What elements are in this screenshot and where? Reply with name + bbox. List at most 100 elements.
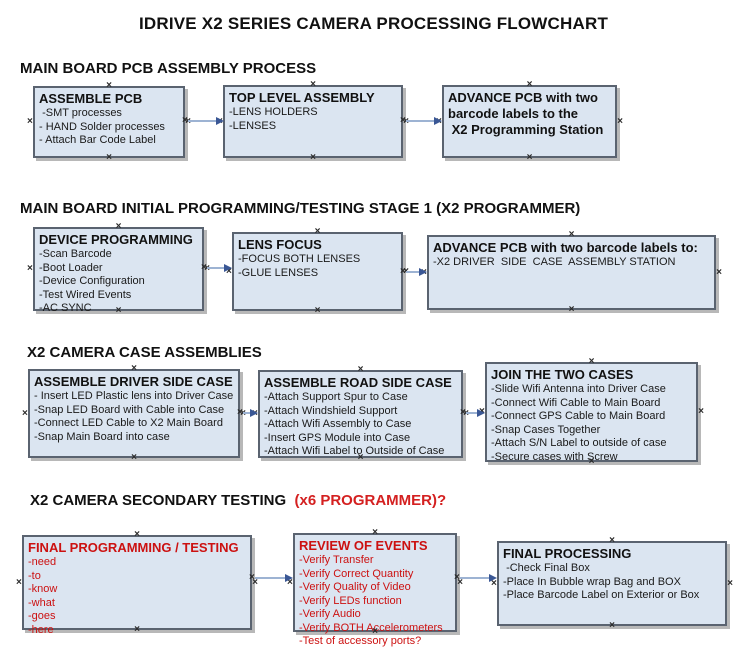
arrow-line [466,412,480,414]
connection-point-icon: × [314,226,321,237]
section-heading-case-assemblies: X2 CAMERA CASE ASSEMBLIES [27,344,262,361]
flow-box-advance-pcb-programming-station: ADVANCE PCB with two barcode labels to t… [436,80,623,163]
box-title: ASSEMBLE PCB [39,91,143,106]
box-item: -Attach Support Spur to Case [264,391,408,403]
connection-point-icon: × [27,263,33,274]
box-item: -know [28,583,58,595]
connection-point-icon: × [134,529,140,540]
connection-point-icon: × [357,364,364,375]
box-item: -LENSES [229,119,277,132]
arrow-head-icon [250,408,258,417]
box-item: -Connect LED Cable to X2 Main Board [34,417,223,429]
box-item: -Boot Loader [39,261,103,274]
arrow-head-icon [285,573,293,582]
box-title: TOP LEVEL ASSEMBLY [229,90,375,105]
box-item: -FOCUS BOTH LENSES [238,253,361,265]
connection-point-icon: × [526,79,533,90]
box-item: -Verify Transfer [299,554,374,566]
box-item: -X2 DRIVER SIDE CASE ASSEMBLY STATION [433,256,676,268]
arrow-line [460,577,492,579]
connection-point-icon: × [526,152,533,163]
arrow-line [406,120,437,122]
connection-point-icon: × [106,152,112,163]
box-item: -Verify Audio [299,608,361,620]
connection-point-icon: × [568,304,575,315]
flow-box-advance-pcb-case-assembly: ADVANCE PCB with two barcode labels to: … [421,230,722,315]
box-item: -Verify Quality of Video [299,581,411,593]
box-item: -goes [28,610,56,622]
connection-point-icon: × [588,356,595,367]
heading-red-part: (x6 PROGRAMMER)? [290,492,447,509]
connection-point-icon: × [201,262,207,273]
connection-point-icon: × [22,407,28,419]
arrow-head-icon [224,263,232,272]
flow-box-top-level-assembly: TOP LEVEL ASSEMBLY -LENS HOLDERS -LENSES… [217,80,409,163]
box-title: JOIN THE TWO CASES [491,367,634,382]
connection-point-icon: × [249,572,255,583]
connection-point-icon: × [27,116,33,127]
page-title: IDRIVE X2 SERIES CAMERA PROCESSING FLOWC… [138,14,609,33]
box-item: -Secure cases with Screw [491,450,618,463]
box-item: -need [28,556,57,568]
connection-point-icon: × [106,80,112,91]
box-title: ASSEMBLE ROAD SIDE CASE [264,375,452,390]
connection-point-icon: × [314,305,321,316]
box-title: REVIEW OF EVENTS [299,538,428,553]
flow-box-lens-focus: LENS FOCUS -FOCUS BOTH LENSES -GLUE LENS… [226,227,409,316]
box-item: -Connect GPS Cable to Main Board [491,410,666,422]
arrow-head-icon [489,573,497,582]
box-item: -Verify Correct Quantity [299,567,414,580]
connection-point-icon: × [609,620,615,631]
arrow-head-icon [477,408,485,417]
box-item: -here [28,623,54,636]
box-title: FINAL PROGRAMMING / TESTING [28,540,239,555]
connection-point-icon: × [237,407,243,418]
box-item: -Connect Wifi Cable to Main Board [491,396,661,409]
box-item: -Attach Wifi Assembly to Case [264,418,412,430]
arrow-line [406,271,422,273]
box-item: -Scan Barcode [39,248,112,260]
connection-point-icon: × [698,406,704,417]
arrow-head-icon [434,116,442,125]
connection-point-icon: × [727,577,733,589]
box-title: ADVANCE PCB with two barcode labels to: [433,240,698,255]
arrow-head-icon [419,267,427,276]
box-item: -Snap Main Board into case [34,430,170,443]
box-item: - Attach Bar Code Label [39,134,156,146]
box-item: -Attach Windshield Support [264,404,398,417]
box-item: -Attach Wifi Label to Outside of Case [264,445,445,457]
arrow-line [243,412,253,414]
section-heading-initial-programming: MAIN BOARD INITIAL PROGRAMMING/TESTING S… [20,200,581,217]
box-item: -GLUE LENSES [238,266,319,279]
box-title: FINAL PROCESSING [503,546,632,561]
box-item: -what [28,596,55,609]
box-title: ASSEMBLE DRIVER SIDE CASE [34,374,233,389]
heading-black-part: X2 CAMERA SECONDARY TESTING [30,492,291,509]
connection-point-icon: × [372,527,378,538]
box-item: -Place Barcode Label on Exterior or Box [503,589,700,601]
box-item: -Test of accessory ports? [299,635,422,647]
arrow-head-icon [216,116,224,125]
flow-box-final-processing: FINAL PROCESSING -Check Final Box -Place… [491,536,733,631]
connection-point-icon: × [400,266,406,277]
section-heading-secondary-testing: X2 CAMERA SECONDARY TESTING (x6 PROGRAMM… [30,492,446,509]
connection-point-icon: × [400,115,406,126]
box-item: - Insert LED Plastic lens into Driver Ca… [34,390,234,402]
connection-point-icon: × [310,152,316,163]
box-item: -Verify LEDs function [299,594,402,607]
flow-box-join-two-cases: JOIN THE TWO CASES -Slide Wifi Antenna i… [479,357,704,467]
flow-box-device-programming: DEVICE PROGRAMMING -Scan Barcode -Boot L… [27,222,210,316]
flow-box-assemble-pcb: ASSEMBLE PCB -SMT processes - HAND Solde… [27,81,191,163]
box-item: -Test Wired Events [39,288,132,301]
arrow-line [207,267,227,269]
box-item: -AC SYNC [39,302,92,314]
arrow-line [255,577,288,579]
box-item: -SMT processes [39,107,122,119]
connection-point-icon: × [131,363,137,374]
connection-point-icon: × [568,229,575,240]
connection-point-icon: × [609,535,615,546]
connection-point-icon: × [617,115,623,127]
box-item: -LENS HOLDERS [229,106,318,118]
flow-box-assemble-driver-side-case: ASSEMBLE DRIVER SIDE CASE - Insert LED P… [22,364,246,463]
